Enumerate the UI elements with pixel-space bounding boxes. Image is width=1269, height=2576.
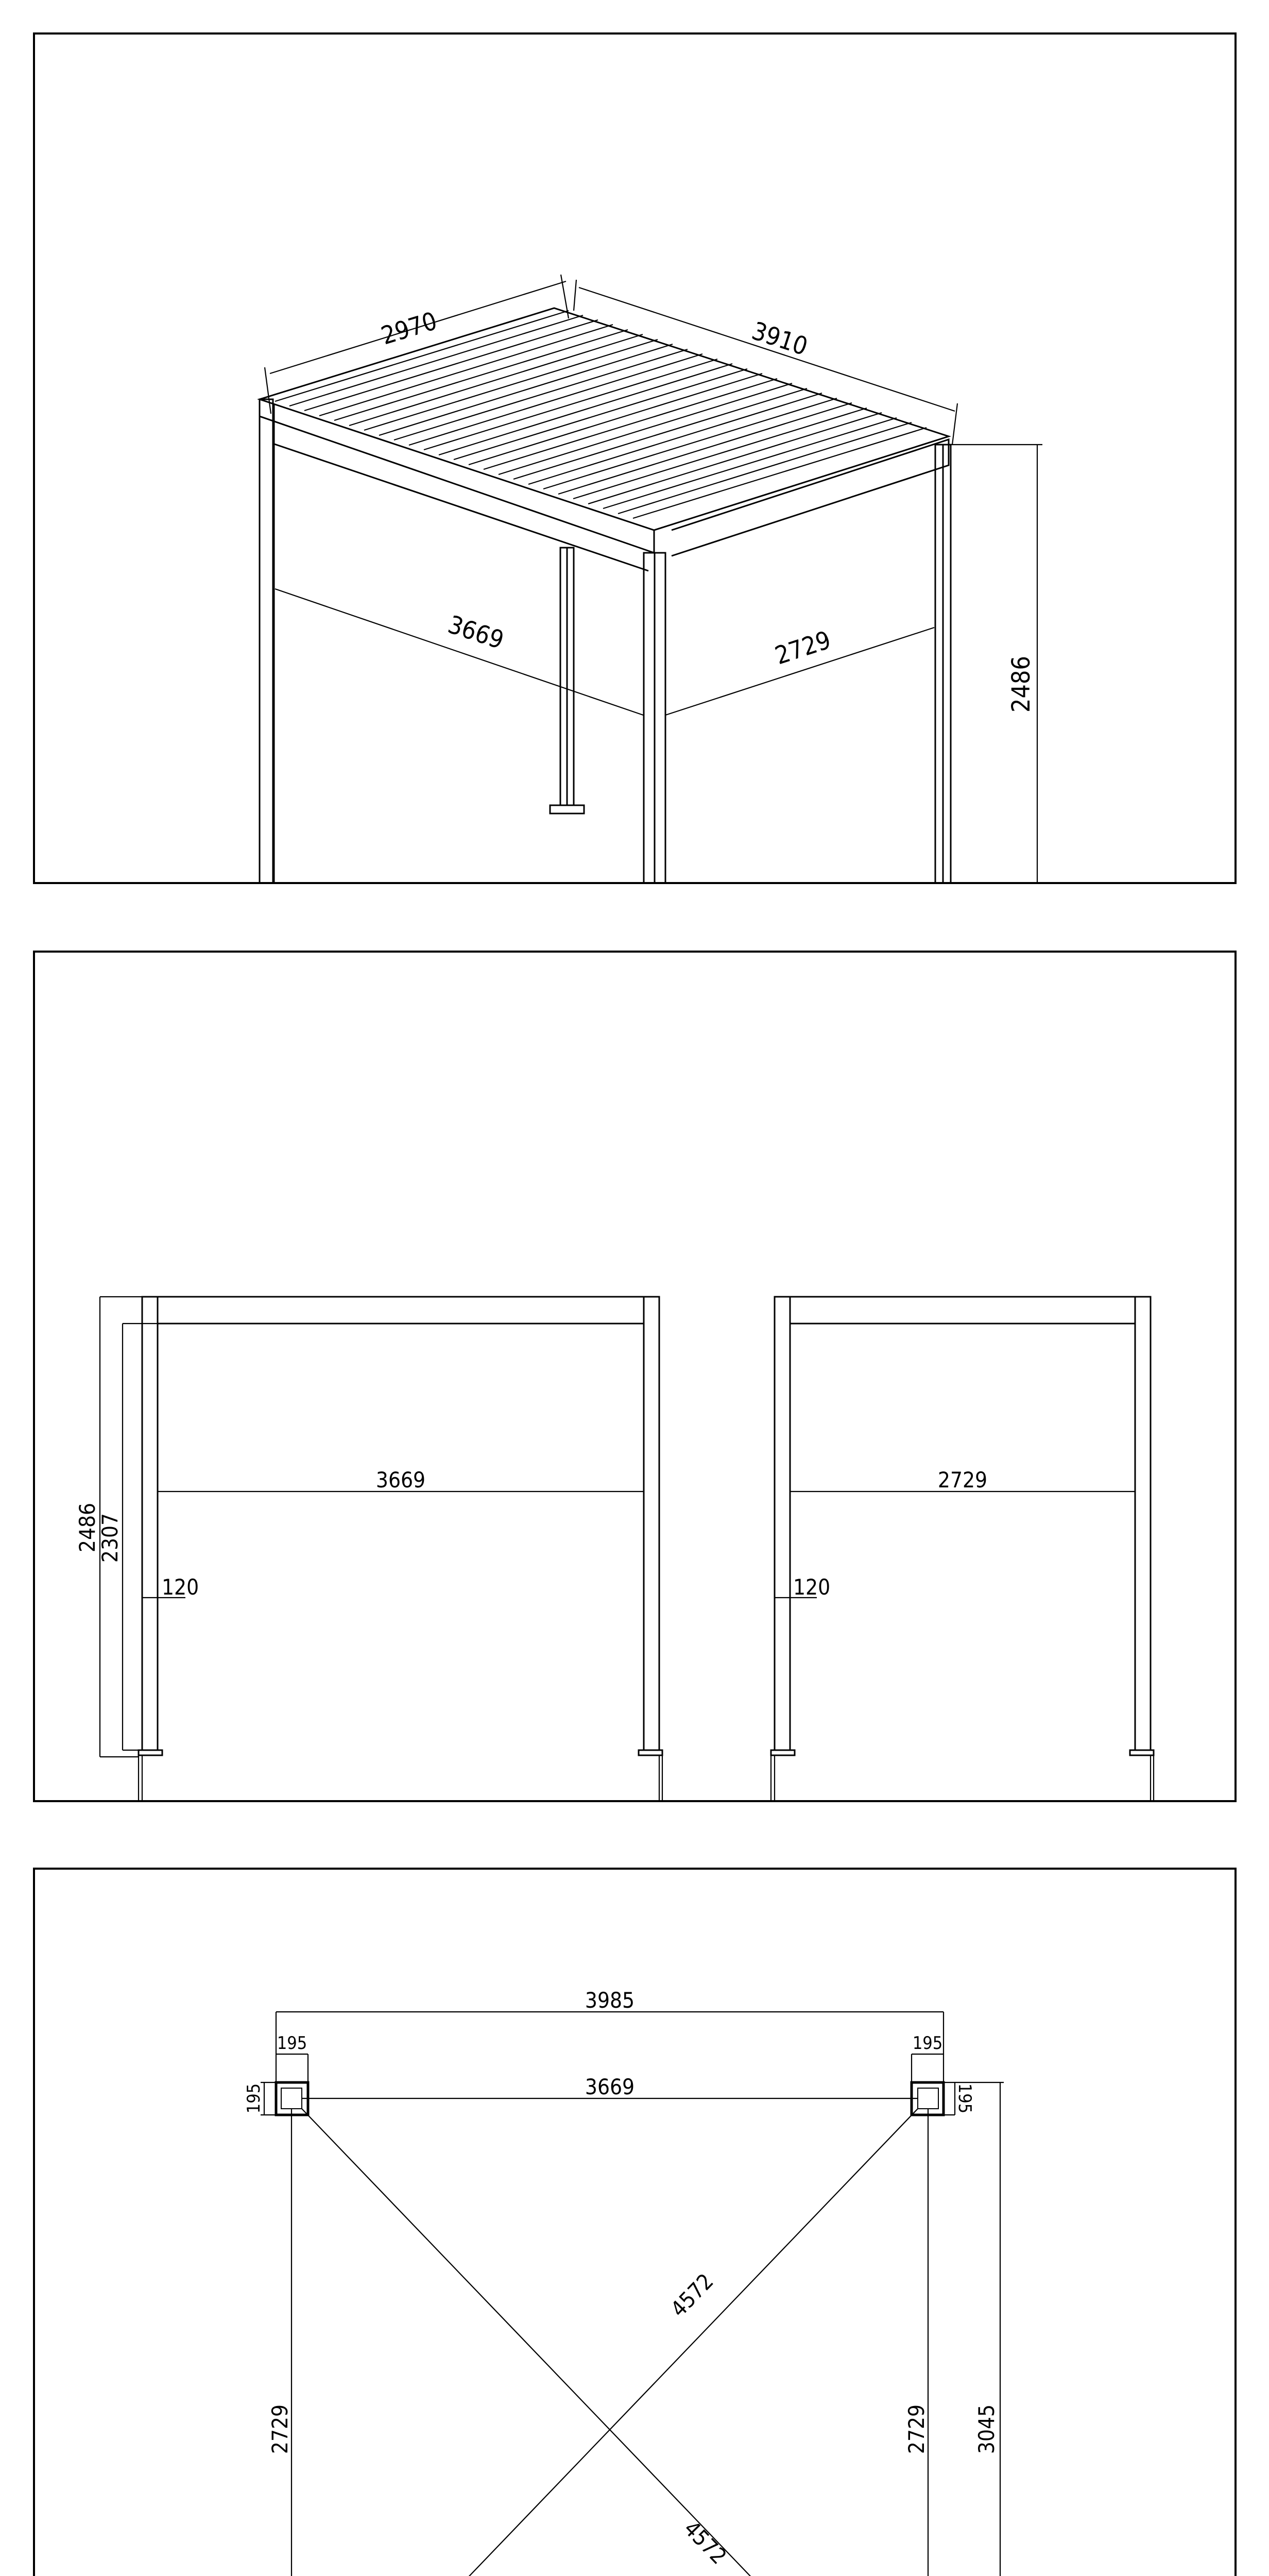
plan-diagonal-2: 4572	[679, 2516, 731, 2569]
side-beam	[671, 438, 950, 557]
isometric-drawing: 2970 3910 3669 2729 2486 3985 3045	[257, 274, 1042, 884]
footings	[275, 2081, 945, 2116]
front-right-post	[643, 1296, 660, 1751]
plan-overall-width: 3985	[585, 1988, 634, 2013]
footing-tl-width: 195	[277, 2033, 307, 2054]
footing-tr-height: 195	[954, 2083, 975, 2113]
side-beam-span: 2970	[938, 1797, 987, 1802]
side-right-post	[1134, 1296, 1152, 1751]
front-elevation: 2486 2307 120 3669 3910 3985	[75, 1296, 663, 1802]
plan-drawing: 3985 3045 3669 3669 2729 2729 4572 4572 …	[244, 1988, 1004, 2576]
dim-top-left: 2970	[378, 307, 440, 351]
dim-inner-right: 2729	[771, 625, 834, 670]
front-height-clear: 2307	[97, 1513, 123, 1563]
diagonal-1	[301, 2108, 751, 2576]
plan-view-panel: 3985 3045 3669 3669 2729 2729 4572 4572 …	[33, 1868, 1237, 2576]
side-post-width: 120	[793, 1574, 830, 1600]
front-beam-span: 3910	[376, 1797, 425, 1802]
front-beam	[259, 399, 655, 554]
elevation-views-panel: 2486 2307 120 3669 3910 3985 120	[33, 951, 1237, 1802]
side-left-post	[774, 1296, 791, 1751]
post-back-base	[549, 804, 585, 815]
plan-overall-depth: 3045	[974, 2404, 999, 2454]
plan-diagonal-1: 4572	[666, 2268, 718, 2321]
footing-tl-height: 195	[244, 2083, 264, 2113]
side-inner-span: 2729	[938, 1467, 987, 1493]
dim-inner-left: 3669	[444, 610, 507, 655]
front-post-width: 120	[162, 1574, 199, 1600]
footing-tr-width: 195	[913, 2033, 942, 2054]
elevation-drawing: 2486 2307 120 3669 3910 3985 120	[75, 1296, 1155, 1802]
front-inner-span: 3669	[376, 1467, 425, 1493]
post-left	[259, 398, 274, 884]
side-elevation: 120 2729 2970 3045	[770, 1296, 1155, 1802]
front-height-total: 2486	[75, 1503, 100, 1552]
plan-inner-depth-right: 2729	[904, 2404, 929, 2454]
roof-outline	[257, 307, 951, 531]
diagonal-2	[468, 2108, 918, 2576]
front-left-post	[141, 1296, 159, 1751]
dim-height: 2486	[1007, 656, 1036, 713]
louvre-slats	[275, 310, 927, 519]
isometric-view-panel: 2970 3910 3669 2729 2486 3985 3045	[33, 32, 1237, 884]
dim-top-right: 3910	[748, 316, 811, 361]
plan-inner-width-top: 3669	[585, 2074, 634, 2099]
plan-inner-depth-left: 2729	[267, 2404, 293, 2454]
